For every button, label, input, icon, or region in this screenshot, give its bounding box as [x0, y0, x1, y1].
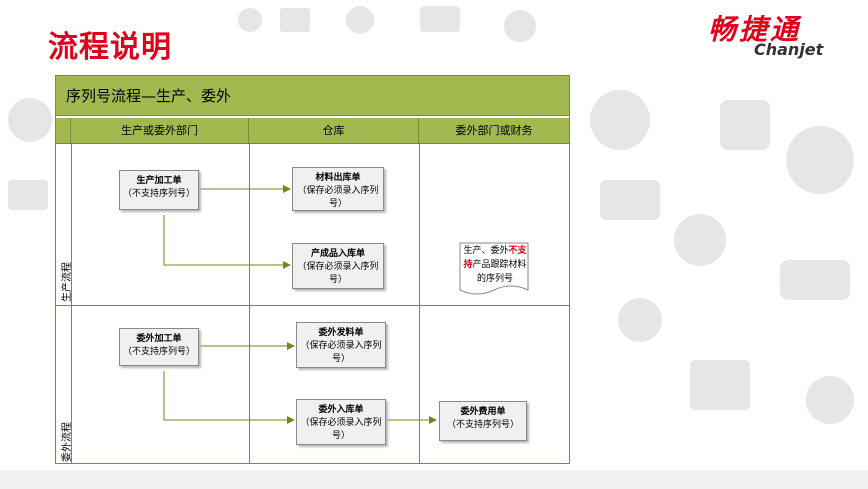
- material-issue-title: 材料出库单: [315, 173, 361, 183]
- diagram-title-bar: 序列号流程—生产、委外: [56, 76, 569, 116]
- column-header-spacer: [56, 118, 71, 144]
- outsourcing-fee-note: （不支持序列号）: [446, 420, 519, 430]
- material-issue-box[interactable]: 材料出库单 （保存必须录入序列号）: [292, 167, 384, 211]
- slide-title: 流程说明: [48, 30, 172, 65]
- outsourcing-order-note: （不支持序列号）: [122, 347, 195, 357]
- outsourcing-order-box[interactable]: 委外加工单 （不支持序列号）: [119, 328, 199, 366]
- column-header-department: 生产或委外部门: [71, 118, 249, 144]
- flow-arrows: [163, 185, 437, 424]
- column-header-warehouse: 仓库: [249, 118, 419, 144]
- column-divider-2: [419, 144, 420, 464]
- serial-tracking-note: 生产、委外不支持产品跟踪材料的序列号: [461, 244, 529, 286]
- diagram-title: 序列号流程—生产、委外: [66, 87, 232, 105]
- finished-goods-receipt-title: 产成品入库单: [310, 249, 365, 259]
- outsourcing-issue-note: （保存必须录入序列号）: [300, 341, 382, 364]
- outsourcing-order-title: 委外加工单: [136, 334, 182, 344]
- outsourcing-issue-box[interactable]: 委外发料单 （保存必须录入序列号）: [296, 322, 386, 368]
- note-text-highlight: 不支持: [463, 246, 527, 270]
- column-header-finance: 委外部门或财务: [419, 118, 569, 144]
- outsourcing-receipt-note: （保存必须录入序列号）: [300, 418, 382, 441]
- outsourcing-fee-title: 委外费用单: [460, 407, 506, 417]
- outsourcing-issue-title: 委外发料单: [318, 328, 364, 338]
- lane-divider: [56, 305, 569, 306]
- production-order-box[interactable]: 生产加工单 （不支持序列号）: [119, 170, 199, 210]
- production-order-title: 生产加工单: [136, 176, 182, 186]
- outsourcing-fee-box[interactable]: 委外费用单 （不支持序列号）: [439, 401, 527, 441]
- finished-goods-receipt-box[interactable]: 产成品入库单 （保存必须录入序列号）: [292, 243, 384, 289]
- lane-label-divider: [71, 144, 72, 464]
- flow-diagram: 序列号流程—生产、委外 生产或委外部门 仓库 委外部门或财务 生产流程 委外流程…: [55, 75, 570, 464]
- column-divider-1: [249, 144, 250, 464]
- outsourcing-receipt-title: 委外入库单: [318, 405, 364, 415]
- outsourcing-receipt-box[interactable]: 委外入库单 （保存必须录入序列号）: [296, 399, 386, 445]
- note-text-before: 生产、委外: [463, 246, 509, 256]
- material-issue-note: （保存必须录入序列号）: [297, 186, 379, 209]
- note-document-shape: [459, 242, 529, 298]
- logo-chinese: 畅捷通: [708, 13, 802, 46]
- finished-goods-receipt-note: （保存必须录入序列号）: [297, 262, 379, 285]
- note-text-after: 产品跟踪材料的序列号: [472, 260, 527, 284]
- logo-english: Chanjet: [754, 40, 824, 59]
- production-order-note: （不支持序列号）: [122, 189, 195, 199]
